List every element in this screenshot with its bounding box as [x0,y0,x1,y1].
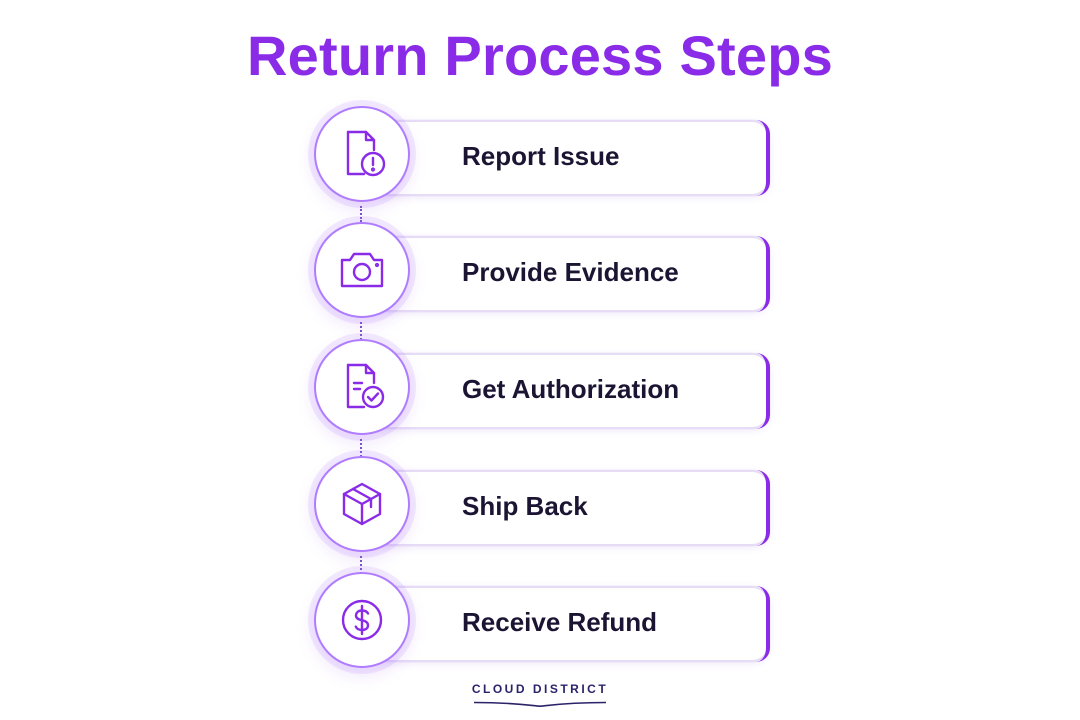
step-card [370,586,770,662]
step-report-issue: Report Issue [314,106,774,210]
card-accent-edge [756,236,770,312]
brand-underline-swoosh [474,701,606,707]
card-accent-edge [756,470,770,546]
brand-wordmark: CLOUD DISTRICT [471,682,609,696]
step-label: Provide Evidence [462,257,679,287]
step-connector [360,439,362,457]
step-connector [360,556,362,574]
step-label: Report Issue [462,141,620,171]
step-icon-circle [314,106,410,202]
step-connector [360,322,362,340]
step-icon-circle [314,222,410,318]
step-label: Get Authorization [462,374,680,404]
step-card [370,470,770,546]
dollar-coin-icon [341,599,383,641]
page-title: Return Process Steps [247,24,833,87]
camera-icon [340,252,384,288]
step-label: Ship Back [462,491,588,521]
document-check-icon [346,363,385,409]
step-icon-circle [314,572,410,668]
box-icon [342,482,382,526]
step-provide-evidence: Provide Evidence [314,222,774,326]
card-accent-edge [756,120,770,196]
step-ship-back: Ship Back [314,456,774,560]
card-accent-edge [756,586,770,662]
step-connector [360,206,362,222]
step-card [370,120,770,196]
card-accent-edge [756,353,770,429]
step-icon-circle [314,456,410,552]
step-label: Receive Refund [462,607,658,637]
document-alert-icon [346,130,386,177]
step-receive-refund: Receive Refund [314,572,774,676]
step-get-authorization: Get Authorization [314,339,774,443]
step-card [370,353,770,429]
step-icon-circle [314,339,410,435]
